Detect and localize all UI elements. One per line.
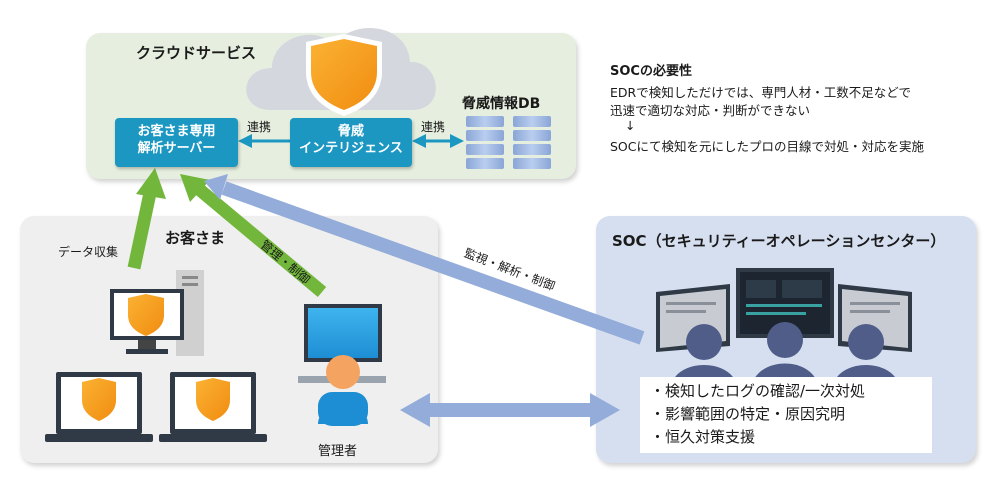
link-arrow-right	[412, 134, 464, 148]
laptop-icon-1	[45, 372, 153, 442]
soc-necessity-line1: EDRで検知しただけでは、専門人材・工数不足などで	[610, 85, 911, 100]
data-collection-arrow	[127, 168, 166, 270]
down-arrow-icon: ↓	[625, 118, 636, 133]
desktop-computer-icon	[110, 270, 204, 356]
admin-soc-double-arrow	[400, 393, 620, 427]
soc-title: SOC（セキュリティーオペレーションセンター）	[612, 232, 946, 250]
data-collection-label: データ収集	[58, 245, 119, 259]
analysis-server-line2: 解析サーバー	[137, 141, 216, 156]
soc-necessity-line3: SOCにて検知を元にしたプロの目線で対処・対応を実施	[610, 139, 925, 154]
laptop-icon-2	[159, 372, 267, 442]
threat-intelligence-box: 脅威 インテリジェンス	[290, 118, 412, 167]
link-label-right: 連携	[421, 120, 446, 134]
link-arrow-left	[238, 134, 290, 148]
cloud-service-title: クラウドサービス	[136, 44, 257, 62]
administrator-icon	[298, 304, 386, 426]
analysis-server-line1: お客さま専用	[137, 124, 216, 139]
monitoring-arrow	[204, 174, 645, 345]
soc-task-item: ・検知したログの確認/一次対処	[650, 382, 866, 400]
soc-necessity-title: SOCの必要性	[610, 64, 692, 79]
database-icon	[466, 116, 551, 169]
threat-intelligence-line1: 脅威	[337, 124, 364, 139]
soc-necessity-line2: 迅速で適切な対応・判断ができない	[610, 103, 811, 118]
soc-task-item: ・影響範囲の特定・原因究明	[650, 405, 846, 423]
cloud-icon	[246, 27, 436, 116]
analysis-server-box: お客さま専用 解析サーバー	[115, 118, 238, 167]
threat-db-label: 脅威情報DB	[462, 96, 541, 112]
soc-task-item: ・恒久対策支援	[650, 428, 756, 446]
management-arrow	[180, 174, 327, 297]
link-label-left: 連携	[247, 120, 272, 134]
threat-intelligence-line2: インテリジェンス	[299, 141, 403, 156]
soc-task-list: ・検知したログの確認/一次対処 ・影響範囲の特定・原因究明 ・恒久対策支援	[640, 377, 932, 453]
administrator-label: 管理者	[318, 444, 358, 459]
customer-title: お客さま	[165, 229, 226, 247]
